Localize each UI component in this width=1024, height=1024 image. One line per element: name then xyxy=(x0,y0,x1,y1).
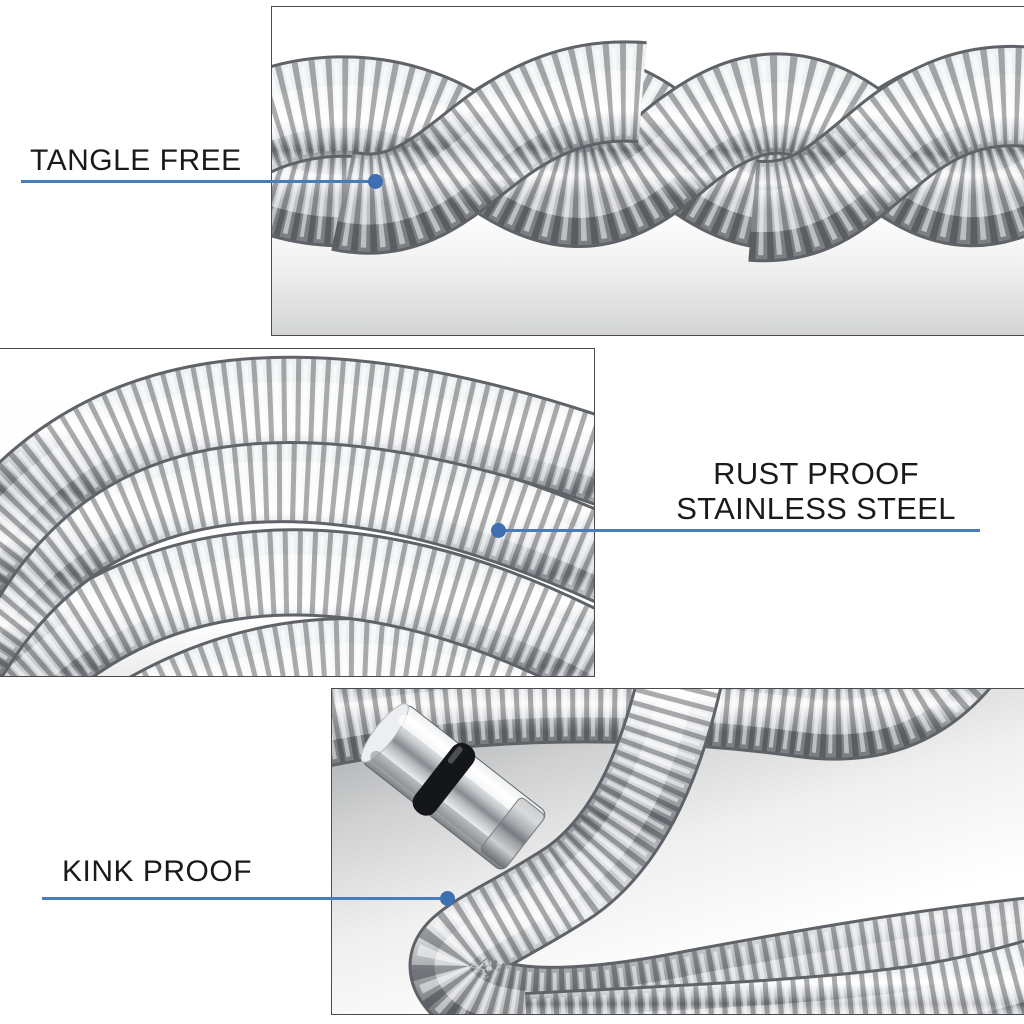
photo-panel-tangle-free xyxy=(271,6,1024,336)
coiled-hose-photo xyxy=(0,349,594,676)
label-rust-line1: RUST PROOF xyxy=(713,456,919,491)
label-rust-proof-stainless-steel: RUST PROOF STAINLESS STEEL xyxy=(616,456,1016,526)
label-rust-line2: STAINLESS STEEL xyxy=(676,491,956,526)
leader-line-rust-proof xyxy=(498,529,980,532)
connector-collar xyxy=(480,797,545,869)
leader-line-tangle-free xyxy=(21,180,375,183)
label-tangle-free: TANGLE FREE xyxy=(30,144,242,177)
chrome-connector xyxy=(360,703,546,870)
rubber-o-ring xyxy=(412,742,476,816)
photo-panel-rust-proof xyxy=(0,348,595,677)
leader-line-kink-proof xyxy=(42,897,447,900)
label-kink-proof: KINK PROOF xyxy=(62,855,253,888)
leader-dot-tangle-free xyxy=(368,174,383,189)
hose-connector-photo xyxy=(332,689,1024,1014)
connector-tip-face xyxy=(360,703,409,763)
photo-panel-kink-proof xyxy=(331,688,1024,1015)
twisted-hoses-photo xyxy=(272,7,1024,335)
leader-dot-rust-proof xyxy=(491,523,506,538)
leader-dot-kink-proof xyxy=(440,891,455,906)
hose-coil-strands xyxy=(0,400,594,676)
